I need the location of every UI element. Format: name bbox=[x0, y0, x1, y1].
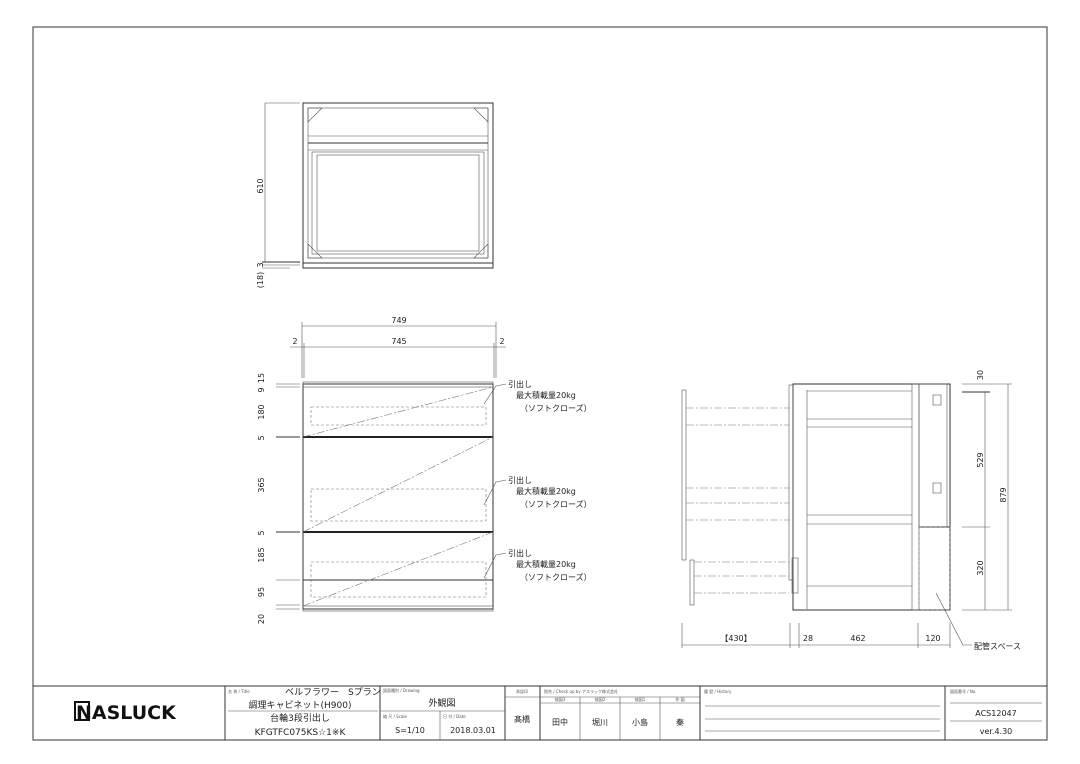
vdim: 5 bbox=[257, 530, 266, 535]
dim-top: 30 bbox=[976, 370, 985, 380]
checker-role: 検図1 bbox=[635, 696, 646, 702]
svg-text:最大積載量20kg: 最大積載量20kg bbox=[516, 559, 576, 569]
dim-lower: 320 bbox=[976, 560, 985, 575]
piping-space-area bbox=[918, 526, 951, 611]
dim-3: 3 bbox=[256, 262, 265, 267]
svg-text:引出し: 引出し bbox=[508, 475, 532, 485]
drawer-callout: 引出し 最大積載量20kg （ソフトクローズ） bbox=[483, 379, 592, 413]
front-vertical-dims: 15 9 180 5 365 5 185 95 20 bbox=[257, 373, 300, 624]
dim-left-gap: 2 bbox=[292, 337, 297, 346]
svg-text:最大積載量20kg: 最大積載量20kg bbox=[516, 390, 576, 400]
vdim: 5 bbox=[257, 435, 266, 440]
piping-space-label: 配管スペース bbox=[974, 641, 1021, 651]
vdim: 15 bbox=[257, 373, 266, 383]
top-view: 610 3 (18) bbox=[256, 102, 494, 288]
dim-drawer-travel: 【430】 bbox=[720, 634, 751, 643]
dim-inner-width: 745 bbox=[391, 337, 406, 346]
vdim: 20 bbox=[257, 614, 266, 624]
title-line2: 調理キャビネット(H900) bbox=[249, 699, 352, 711]
vdim: 95 bbox=[257, 587, 266, 597]
nasluck-logo: NASLUCK bbox=[74, 701, 177, 724]
checker-name: 堀川 bbox=[592, 718, 608, 727]
title-line4: KFGTFC075KS☆1※K bbox=[255, 728, 347, 738]
svg-text:（ソフトクローズ）: （ソフトクローズ） bbox=[520, 403, 592, 413]
dim-upper: 529 bbox=[976, 452, 985, 467]
dim-front: 28 bbox=[803, 634, 813, 643]
checker-role: 検図3 bbox=[555, 696, 566, 702]
approval-label: 承認印 bbox=[516, 688, 528, 694]
dim-18: (18) bbox=[256, 272, 265, 288]
checker-role: 検図2 bbox=[595, 696, 606, 702]
front-view: 749 745 2 2 15 9 180 5 365 5 1 bbox=[257, 316, 592, 624]
vdim: 365 bbox=[257, 477, 266, 492]
version: ver.4.30 bbox=[980, 727, 1013, 736]
title-block: NASLUCK 名 称 / Title ベルフラワー Sプラン 調理キャビネット… bbox=[32, 685, 1048, 741]
checker-name: 田中 bbox=[552, 717, 568, 727]
dim-right-gap: 2 bbox=[499, 337, 504, 346]
scale-value: S=1/10 bbox=[395, 726, 425, 735]
checker-role: 作 図 bbox=[675, 696, 684, 702]
approval-value: 髙橋 bbox=[514, 714, 530, 724]
dim-body: 462 bbox=[850, 634, 865, 643]
svg-text:引出し: 引出し bbox=[508, 548, 532, 558]
title-label: 名 称 / Title bbox=[228, 688, 250, 694]
drawer-callout: 引出し 最大積載量20kg （ソフトクローズ） bbox=[483, 548, 592, 582]
side-view: 30 529 879 320 【430】 28 462 120 配管スペース bbox=[681, 370, 1021, 651]
svg-text:最大積載量20kg: 最大積載量20kg bbox=[516, 486, 576, 496]
vdim: 9 bbox=[257, 387, 266, 392]
vdim: 185 bbox=[257, 547, 266, 562]
dim-rear: 120 bbox=[925, 634, 940, 643]
dim-overall-width: 749 bbox=[391, 316, 406, 325]
number-label: 図面番号 / No. bbox=[950, 688, 977, 694]
number-value: ACS12047 bbox=[975, 709, 1016, 718]
svg-text:NASLUCK: NASLUCK bbox=[76, 702, 177, 724]
title-line3: 台輪3段引出し bbox=[270, 712, 330, 724]
svg-text:（ソフトクローズ）: （ソフトクローズ） bbox=[520, 499, 592, 509]
title-line1: ベルフラワー Sプラン bbox=[285, 687, 381, 698]
dim-depth: 610 bbox=[256, 178, 265, 193]
drawing-label: 図面種別 / Drawing bbox=[383, 687, 420, 693]
dim-total: 879 bbox=[999, 487, 1008, 502]
scale-label: 縮 尺 / Scale bbox=[383, 713, 407, 719]
check-label: 照合 / Check up by アスラック株式会社 bbox=[544, 688, 618, 694]
drawer-callout: 引出し 最大積載量20kg （ソフトクローズ） bbox=[483, 475, 592, 509]
vdim: 180 bbox=[257, 404, 266, 419]
history-label: 履 歴 / History bbox=[704, 688, 732, 694]
checker-name: 秦 bbox=[676, 717, 684, 727]
svg-text:引出し: 引出し bbox=[508, 379, 532, 389]
svg-text:（ソフトクローズ）: （ソフトクローズ） bbox=[520, 572, 592, 582]
checker-name: 小島 bbox=[632, 717, 648, 727]
date-value: 2018.03.01 bbox=[450, 726, 496, 735]
drawing-value: 外観図 bbox=[428, 697, 455, 709]
date-label: 日 付 / Date bbox=[443, 713, 466, 719]
